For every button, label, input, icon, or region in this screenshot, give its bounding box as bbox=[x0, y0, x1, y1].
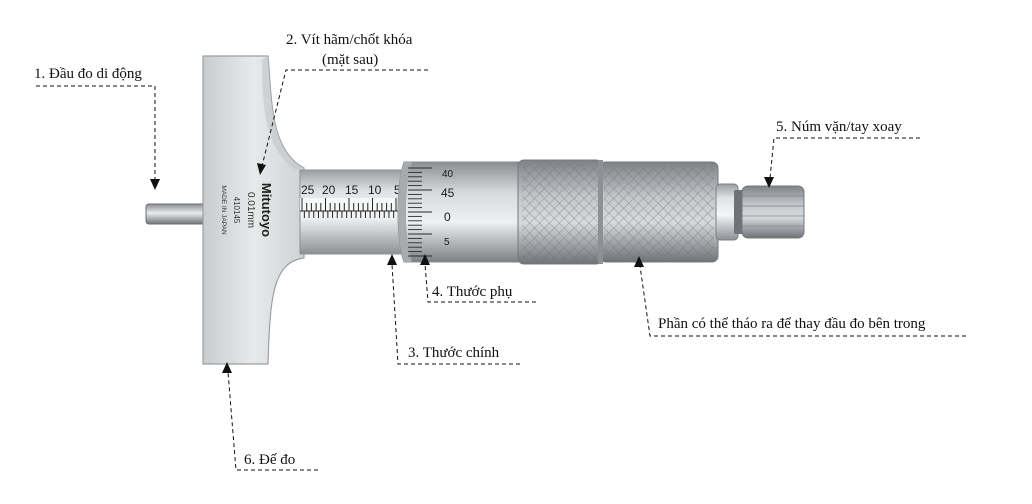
label-main-scale: 3. Thước chính bbox=[408, 345, 500, 361]
callout-labels: 1. Đầu đo di động 2. Vít hãm/chốt khóa (… bbox=[34, 32, 926, 468]
thimble-number: 0 bbox=[444, 210, 451, 224]
main-scale-number: 5 bbox=[394, 183, 401, 197]
main-scale-number: 20 bbox=[322, 183, 336, 197]
thimble-number: 40 bbox=[442, 169, 454, 180]
grip-separator bbox=[598, 160, 603, 264]
ratchet-knob bbox=[741, 185, 805, 239]
micrometer-instrument: Mitutoyo 0.01mm 410145 MADE IN JAPAN 25 … bbox=[145, 55, 805, 365]
main-scale-strip bbox=[300, 198, 418, 212]
leader-removable bbox=[639, 265, 966, 337]
main-scale-number: 10 bbox=[368, 183, 382, 197]
arrowhead-probe bbox=[150, 179, 160, 190]
base-shoulder-shade bbox=[262, 56, 304, 170]
knurl-texture bbox=[604, 166, 714, 258]
leader-lines bbox=[36, 69, 966, 471]
main-scale-number: 15 bbox=[345, 183, 359, 197]
leader-base bbox=[227, 371, 318, 471]
thimble-number: 45 bbox=[441, 186, 455, 200]
arrowhead-removable bbox=[634, 256, 644, 267]
probe-rod bbox=[145, 203, 207, 225]
main-scale-number: 25 bbox=[301, 183, 315, 197]
leader-lock bbox=[261, 69, 428, 167]
label-lock-line2: (mặt sau) bbox=[322, 52, 378, 68]
thimble-scale-numbers: 40 45 0 5 bbox=[441, 169, 455, 248]
arrowhead-knob bbox=[764, 177, 774, 188]
leader-probe bbox=[36, 85, 156, 180]
model-number: 410145 bbox=[232, 197, 241, 224]
arrowhead-base bbox=[222, 362, 232, 373]
label-removable: Phần có thể tháo ra để thay đầu đo bên t… bbox=[658, 316, 926, 332]
arrowhead-main-scale bbox=[387, 254, 397, 265]
thimble-scale-ticks bbox=[408, 167, 432, 257]
leader-main-scale bbox=[391, 263, 520, 365]
leader-knob bbox=[769, 137, 920, 179]
brand-logo: Mitutoyo bbox=[259, 183, 274, 237]
thimble-number: 5 bbox=[444, 237, 450, 248]
base-engraving: Mitutoyo 0.01mm 410145 MADE IN JAPAN bbox=[220, 183, 274, 237]
label-base: 6. Đế đo bbox=[244, 452, 295, 468]
leader-vernier bbox=[424, 263, 536, 303]
ratchet-knob-ridges bbox=[742, 195, 804, 227]
arrowhead-vernier bbox=[420, 254, 430, 265]
main-scale-ticks bbox=[301, 198, 402, 218]
resolution-text: 0.01mm bbox=[245, 192, 256, 228]
label-lock-line1: 2. Vít hãm/chốt khóa bbox=[286, 32, 413, 48]
leader-arrowheads bbox=[150, 163, 774, 373]
origin-text: MADE IN JAPAN bbox=[220, 185, 227, 235]
thimble-bevel bbox=[398, 162, 412, 262]
knurl-texture bbox=[522, 164, 598, 260]
label-knob: 5. Núm vặn/tay xoay bbox=[776, 119, 902, 135]
arrowhead-lock bbox=[257, 163, 266, 175]
measuring-base bbox=[202, 55, 305, 365]
main-scale-numbers: 25 20 15 10 5 bbox=[301, 183, 401, 197]
label-probe: 1. Đầu đo di động bbox=[34, 66, 142, 82]
label-vernier: 4. Thước phụ bbox=[432, 284, 513, 300]
